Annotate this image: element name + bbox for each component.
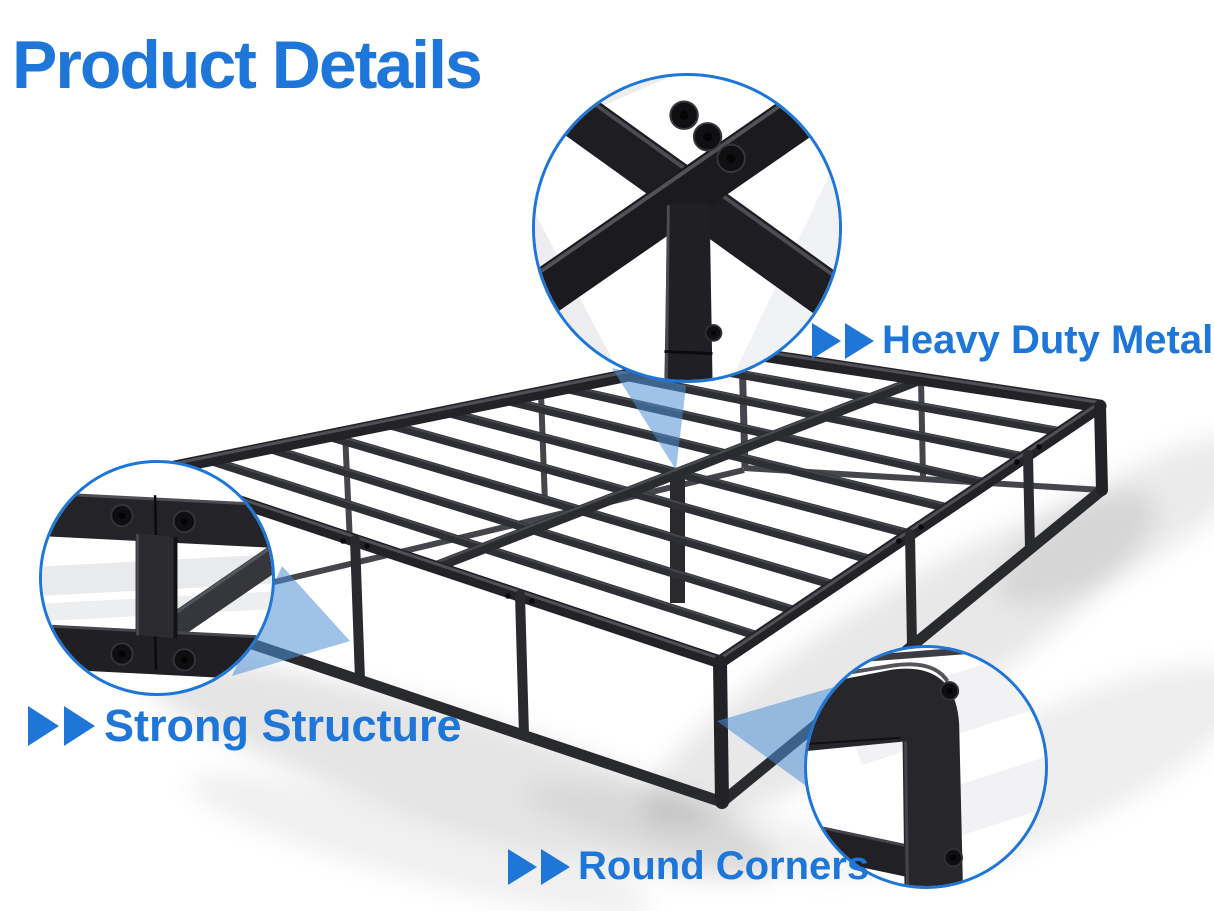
right-arrow-icon bbox=[508, 848, 537, 885]
zoom-callout-round-corners bbox=[804, 645, 1048, 889]
right-arrow-icon bbox=[28, 706, 59, 746]
deck-center-rail bbox=[433, 373, 923, 573]
pointer-triangle-left bbox=[232, 566, 350, 676]
feature-label-round-corners: Round Corners bbox=[508, 844, 869, 889]
feature-label-text: Round Corners bbox=[578, 844, 870, 888]
pointer-triangles bbox=[232, 368, 834, 791]
right-arrow-icon bbox=[541, 848, 570, 885]
zoom-callout-strong-structure bbox=[39, 460, 275, 696]
zoom-callout-heavy-duty-metal bbox=[532, 73, 842, 383]
bolt-icons bbox=[110, 503, 196, 672]
feature-label-text: Heavy Duty Metal bbox=[882, 318, 1214, 362]
right-arrow-icon bbox=[812, 322, 841, 359]
feature-label-text: Strong Structure bbox=[104, 700, 462, 751]
feature-label-strong-structure: Strong Structure bbox=[28, 700, 462, 752]
page-title: Product Details bbox=[12, 27, 483, 103]
feature-label-heavy-duty-metal: Heavy Duty Metal bbox=[812, 318, 1213, 363]
frame-structure-closeup bbox=[42, 491, 272, 681]
right-arrow-icon bbox=[845, 322, 874, 359]
right-arrow-icon bbox=[64, 706, 95, 746]
bolt-icons bbox=[669, 100, 746, 342]
bolt-icons bbox=[939, 681, 964, 868]
rivets bbox=[340, 444, 1042, 604]
deck-center-rail-highlight bbox=[434, 373, 922, 565]
metal-joint-closeup bbox=[535, 76, 839, 380]
pointer-triangle-top bbox=[612, 368, 686, 470]
